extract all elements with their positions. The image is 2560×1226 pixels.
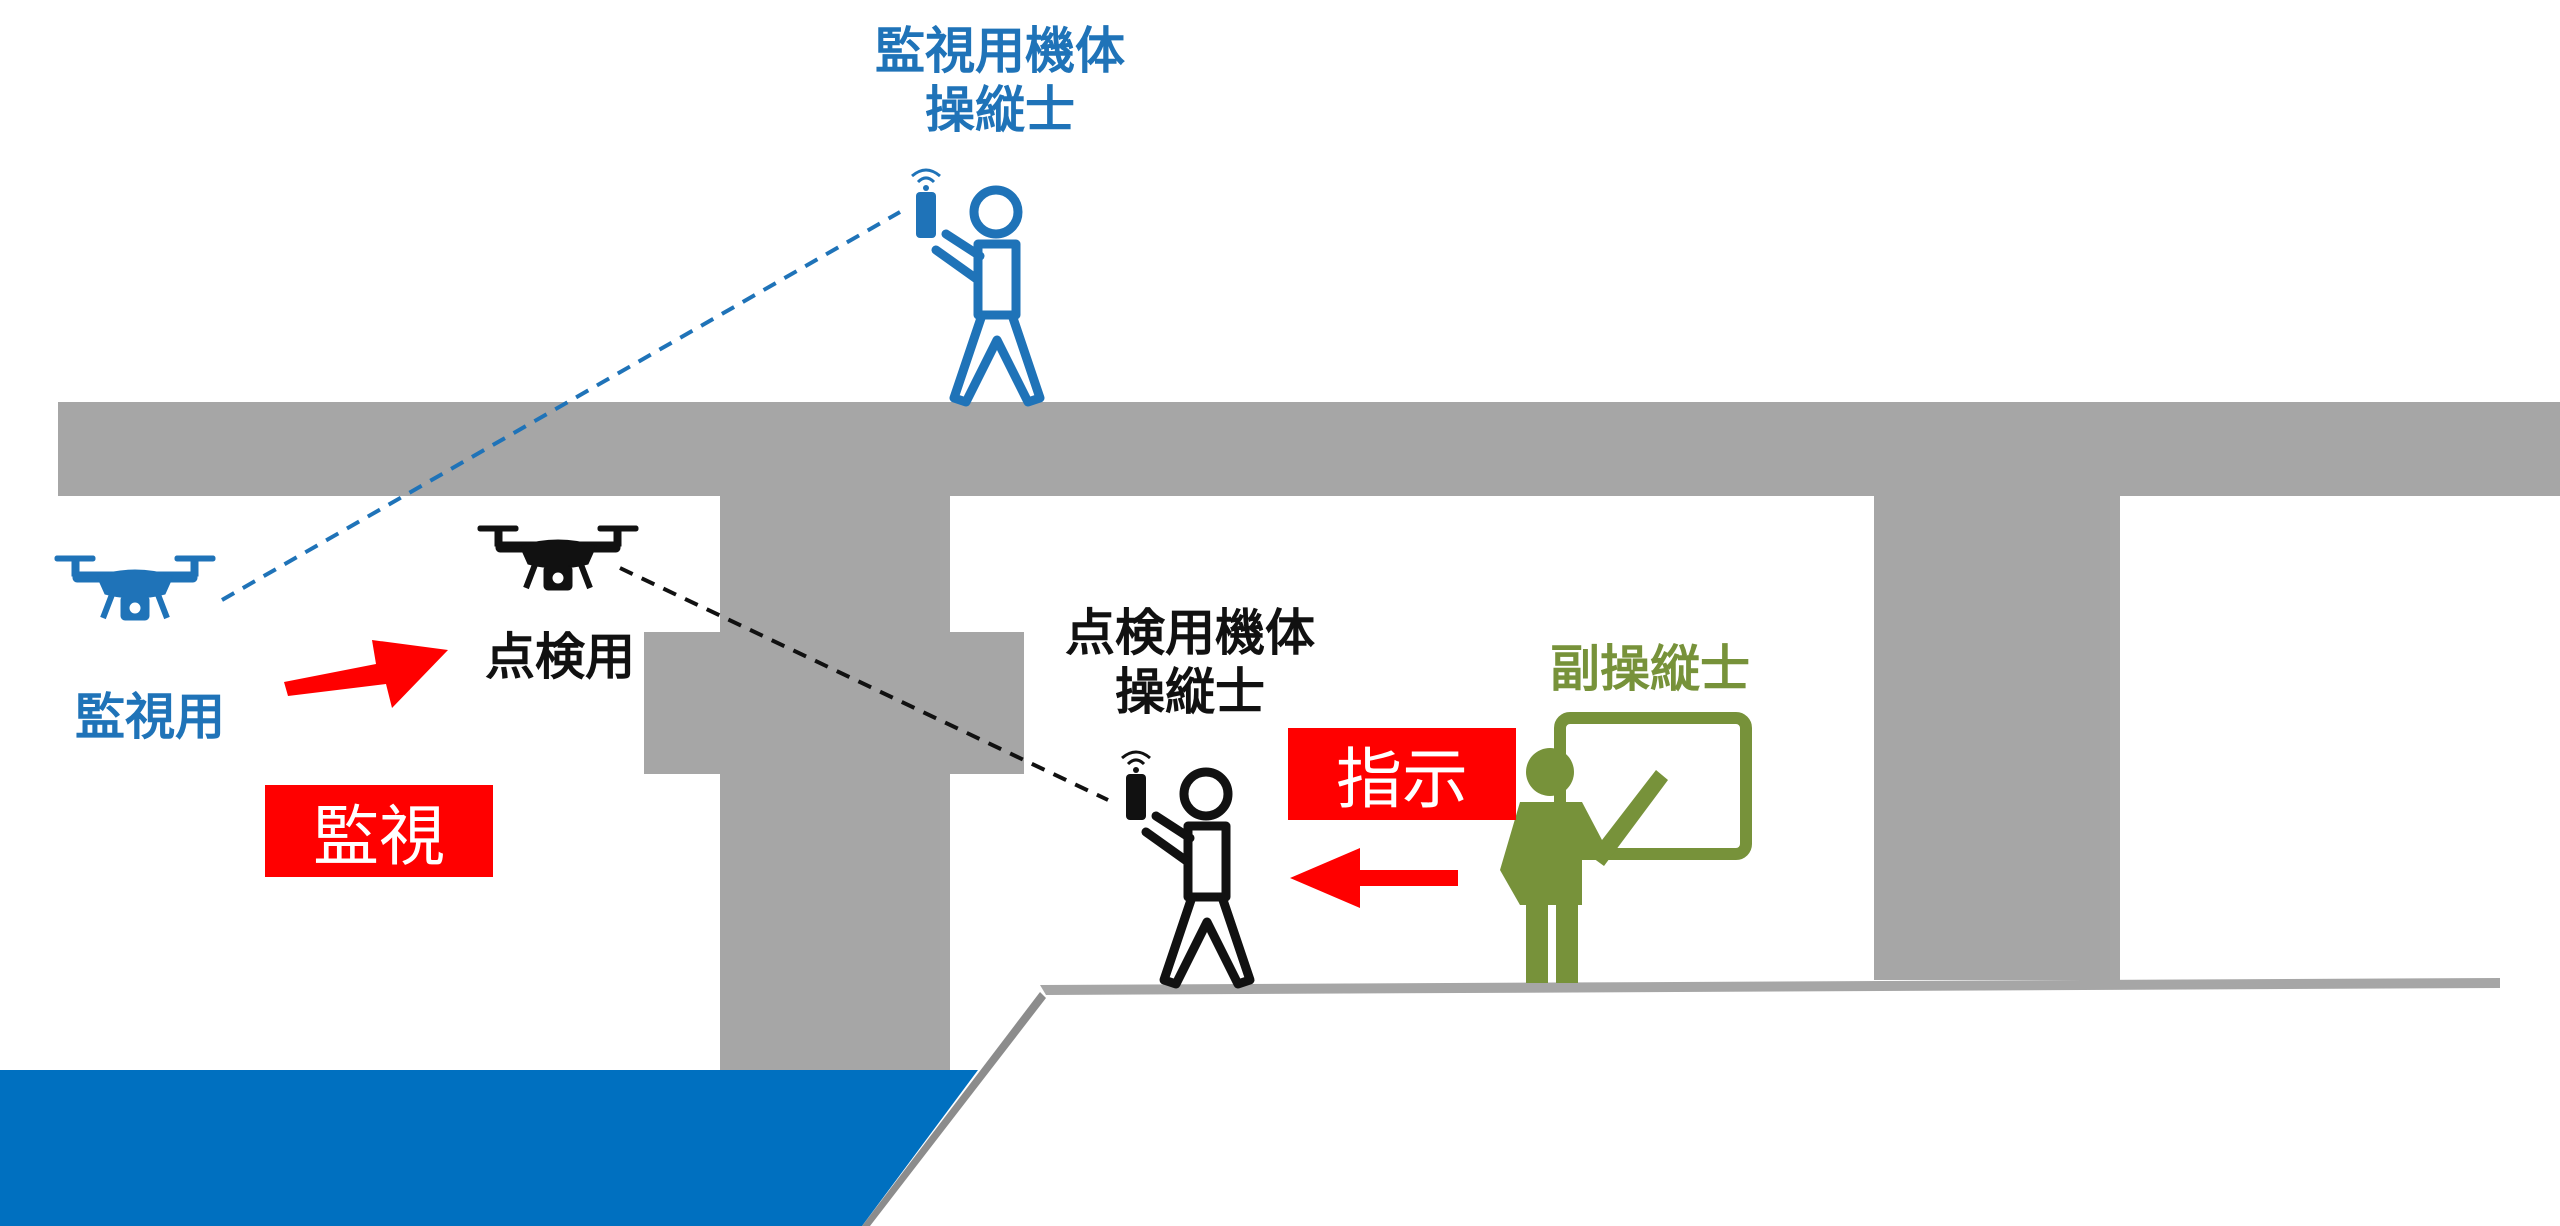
ground-slope	[1040, 978, 2500, 995]
monitor-pilot-icon	[911, 168, 1040, 402]
inspection-control-link	[619, 566, 1109, 802]
red-arrow-monitor	[284, 640, 448, 708]
pier-cap	[644, 632, 1024, 774]
assistant-pilot-label: 副操縦士	[1550, 640, 1750, 698]
riverbank	[862, 992, 1046, 1226]
inspection-pilot-icon	[1121, 750, 1250, 984]
red-arrow-instruction	[1290, 848, 1458, 908]
monitor-tag: 監視	[265, 785, 493, 877]
pier-column	[720, 496, 950, 1070]
instruction-tag: 指示	[1288, 728, 1516, 820]
bridge-deck	[58, 402, 2560, 496]
inspection-drone-label: 点検用	[485, 628, 635, 686]
inspection-pilot-label: 点検用機体 操縦士	[1065, 604, 1315, 721]
monitor-pilot-label: 監視用機体 操縦士	[875, 22, 1125, 139]
bridge-structure	[58, 402, 2560, 1070]
monitor-control-link	[221, 210, 901, 602]
monitor-drone-icon	[55, 556, 215, 620]
inspection-drone-icon	[478, 526, 638, 590]
monitor-drone-label: 監視用	[75, 688, 225, 746]
river-water	[0, 1070, 978, 1226]
girder-column	[1874, 496, 2120, 980]
assistant-pilot-icon	[1500, 712, 1752, 983]
